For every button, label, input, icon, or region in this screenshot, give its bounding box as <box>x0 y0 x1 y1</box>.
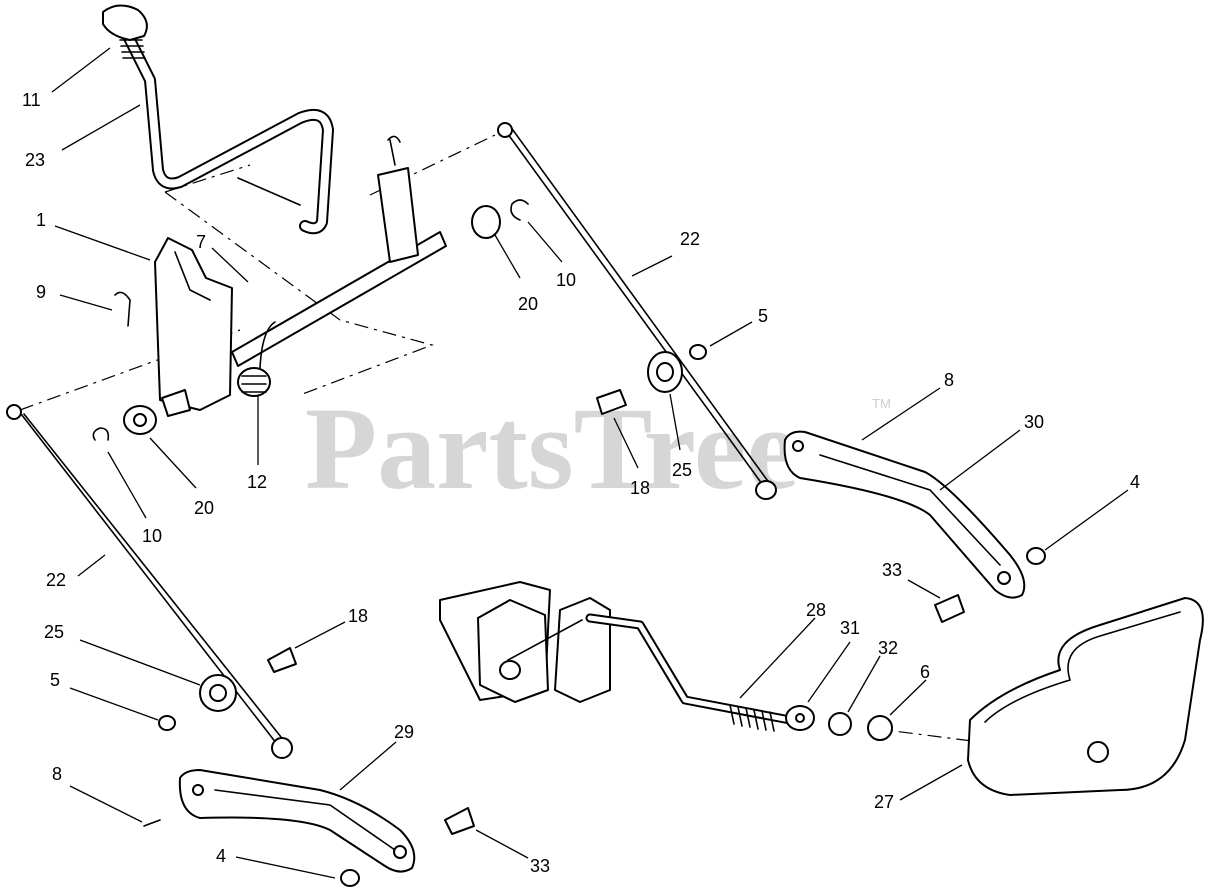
callout-7: 7 <box>196 232 206 252</box>
height-adjust-rod <box>439 581 893 741</box>
lift-handle <box>119 24 334 235</box>
callout-28: 28 <box>806 600 826 620</box>
leader-lines <box>51 47 1129 879</box>
callout-8-upper: 8 <box>944 370 954 390</box>
callout-23: 23 <box>25 150 45 170</box>
callout-18-upper: 18 <box>630 478 650 498</box>
callout-29: 29 <box>394 722 414 742</box>
callout-33-upper: 33 <box>882 560 902 580</box>
callout-10-lower: 10 <box>142 526 162 546</box>
callout-5-upper: 5 <box>758 306 768 326</box>
callout-20-lower: 20 <box>194 498 214 518</box>
callout-25-lower: 25 <box>44 622 64 642</box>
callout-30: 30 <box>1024 412 1044 432</box>
callout-4-lower: 4 <box>216 846 226 866</box>
hardware-left-lower <box>158 647 297 759</box>
side-cover <box>967 597 1204 796</box>
callout-10-upper: 10 <box>556 270 576 290</box>
lift-rods <box>6 122 771 749</box>
callout-9: 9 <box>36 282 46 302</box>
callout-5-lower: 5 <box>50 670 60 690</box>
handle-knob <box>102 4 148 59</box>
callout-8-lower: 8 <box>52 764 62 784</box>
callout-27: 27 <box>874 792 894 812</box>
callout-6: 6 <box>920 662 930 682</box>
bushing-left <box>92 291 157 441</box>
watermark-trademark: TM <box>872 396 891 411</box>
callout-33-lower: 33 <box>530 856 550 876</box>
callout-32: 32 <box>878 638 898 658</box>
callout-labels: 11 23 1 7 9 20 10 12 20 10 22 5 18 25 8 … <box>22 90 1140 876</box>
callout-25-upper: 25 <box>672 460 692 480</box>
torsion-spring <box>237 321 276 397</box>
hardware-right-upper <box>596 344 777 500</box>
callout-18-lower: 18 <box>348 606 368 626</box>
callout-20-upper: 20 <box>518 294 538 314</box>
pivot-shaft <box>231 135 529 367</box>
watermark-text: PartsTree <box>305 383 799 514</box>
lift-arm-lower <box>143 769 475 887</box>
callout-22-lower: 22 <box>46 570 66 590</box>
callout-4-upper: 4 <box>1130 472 1140 492</box>
callout-11: 11 <box>22 90 41 110</box>
callout-22-upper: 22 <box>680 229 700 249</box>
mounting-bracket <box>154 237 233 417</box>
lift-arm-upper <box>783 430 1046 623</box>
callout-12: 12 <box>247 472 267 492</box>
callout-1: 1 <box>36 210 46 230</box>
callout-31: 31 <box>840 618 860 638</box>
